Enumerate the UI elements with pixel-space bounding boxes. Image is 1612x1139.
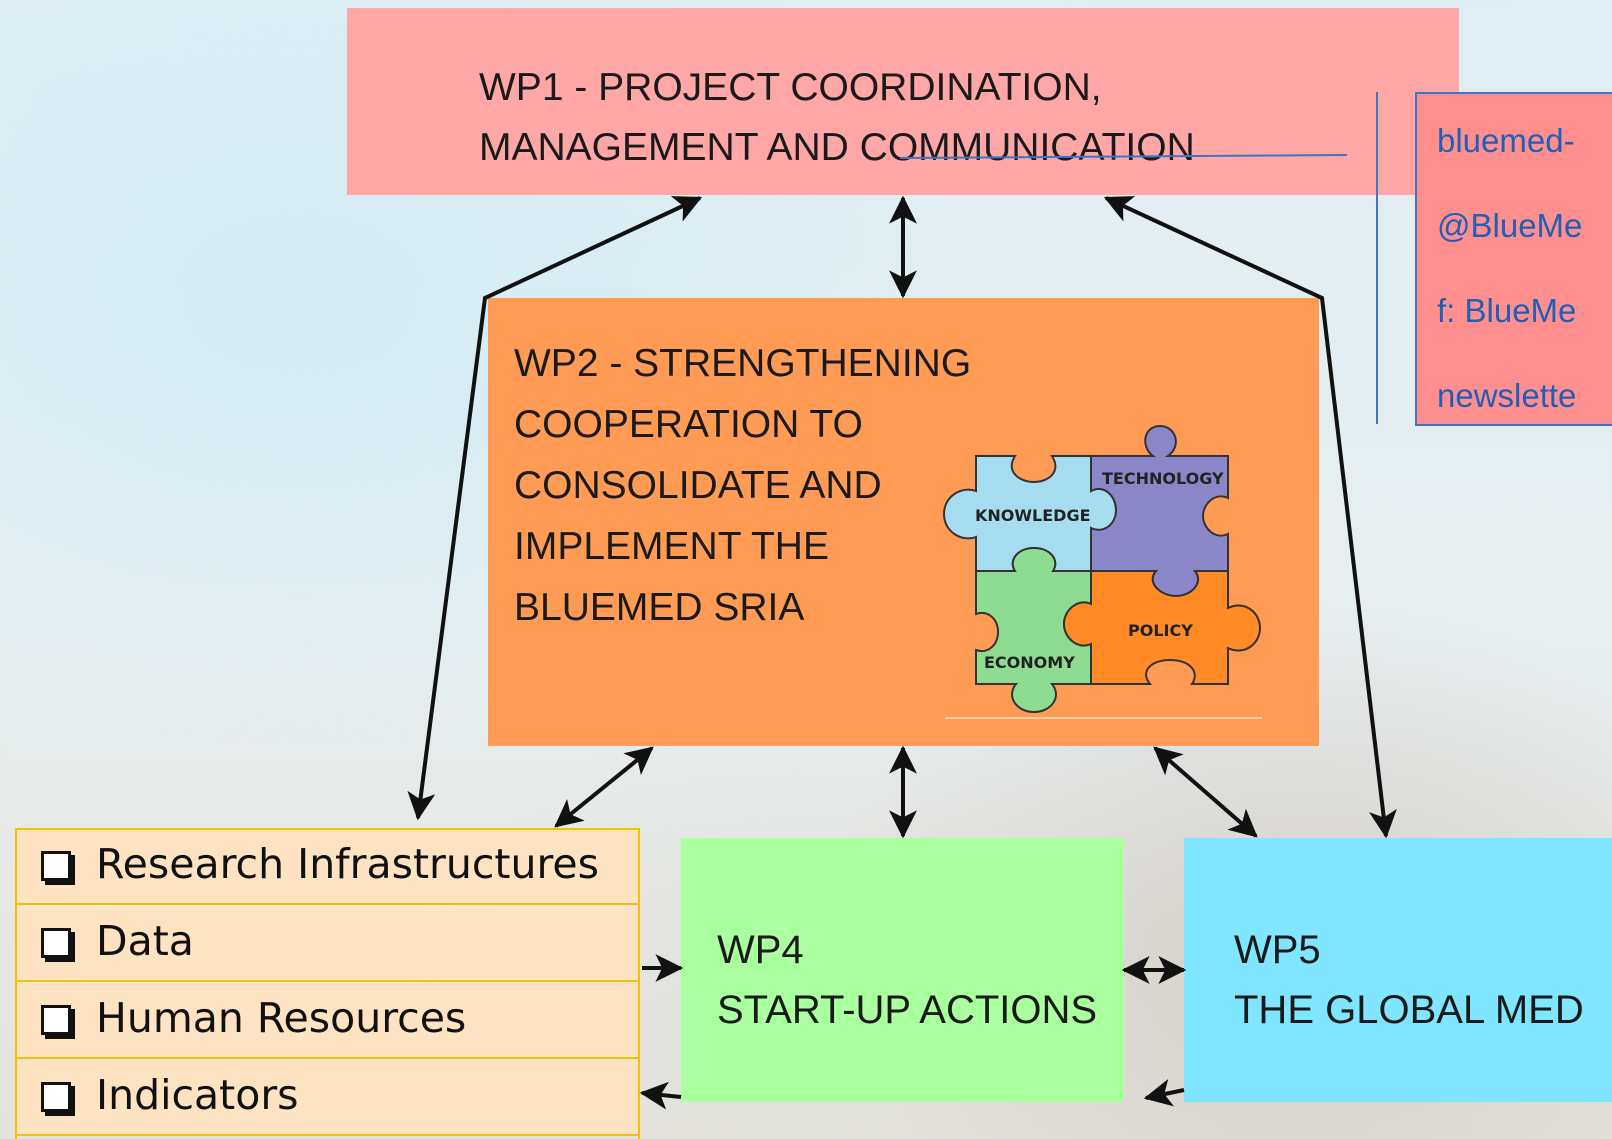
wp5-title-line2: THE GLOBAL MED bbox=[1234, 988, 1584, 1032]
checkbox-icon bbox=[41, 1005, 71, 1035]
wp1-title-line1: WP1 - PROJECT COORDINATION, bbox=[479, 66, 1102, 109]
checklist-item-label: Human Resources bbox=[96, 994, 467, 1042]
checkbox-icon bbox=[41, 851, 71, 881]
arrow-wp2-wp3 bbox=[554, 746, 654, 828]
checklist-item-data: Data bbox=[17, 907, 638, 982]
puzzle-piece-policy bbox=[1062, 570, 1262, 685]
wp3-checklist: Research Infrastructures Data Human Reso… bbox=[15, 828, 640, 1139]
comm-facebook[interactable]: f: BlueMe bbox=[1437, 292, 1577, 329]
arrows bbox=[407, 195, 1397, 1110]
wp4-box: WP4 START-UP ACTIONS bbox=[681, 838, 1124, 1102]
puzzle-graphic bbox=[942, 424, 1262, 714]
wp5-box: WP5 THE GLOBAL MED bbox=[1184, 838, 1612, 1102]
checklist-item-human-resources: Human Resources bbox=[17, 984, 638, 1059]
wp4-title: WP4 START-UP ACTIONS bbox=[717, 920, 1097, 1040]
arrow-wp4-wp3-bottom bbox=[639, 1081, 682, 1110]
arrow-wp5-wp4-bottom bbox=[1143, 1079, 1185, 1107]
checklist-item-indicators: Indicators bbox=[17, 1061, 638, 1136]
communication-box: bluemed- @BlueMe f: BlueMe newslette bbox=[1415, 92, 1612, 426]
wp4-title-line1: WP4 bbox=[717, 928, 804, 972]
comm-newsletter[interactable]: newslette bbox=[1437, 377, 1577, 414]
arrow-wp1-wp3 bbox=[407, 196, 703, 821]
wp5-title-line1: WP5 bbox=[1234, 928, 1321, 972]
wp4-title-line2: START-UP ACTIONS bbox=[717, 988, 1098, 1032]
puzzle-label-knowledge: KNOWLEDGE bbox=[975, 506, 1091, 525]
checklist-item-label: Data bbox=[96, 917, 194, 965]
checklist-item-label: Research Infrastructures bbox=[96, 840, 600, 888]
puzzle-label-policy: POLICY bbox=[1128, 621, 1193, 640]
comm-website[interactable]: bluemed- bbox=[1437, 122, 1575, 159]
wp1-title-line2: MANAGEMENT AND COMMUNICATION bbox=[479, 126, 1195, 169]
wp5-title: WP5 THE GLOBAL MED bbox=[1234, 920, 1584, 1040]
arrow-wp1-wp5 bbox=[1103, 196, 1397, 839]
checkbox-icon bbox=[41, 928, 71, 958]
checkbox-icon bbox=[41, 1082, 71, 1112]
puzzle-label-economy: ECONOMY bbox=[984, 653, 1075, 672]
arrow-wp2-wp5 bbox=[1153, 746, 1258, 838]
wp1-title: WP1 - PROJECT COORDINATION, MANAGEMENT A… bbox=[479, 58, 1195, 178]
wp1-box: WP1 - PROJECT COORDINATION, MANAGEMENT A… bbox=[347, 8, 1459, 195]
wp1-comm-connector bbox=[899, 92, 1378, 424]
puzzle-label-technology: TECHNOLOGY bbox=[1102, 469, 1224, 488]
checklist-item-label: Indicators bbox=[96, 1071, 299, 1119]
checklist-item-research-infrastructures: Research Infrastructures bbox=[17, 830, 638, 905]
comm-twitter[interactable]: @BlueMe bbox=[1437, 207, 1583, 244]
